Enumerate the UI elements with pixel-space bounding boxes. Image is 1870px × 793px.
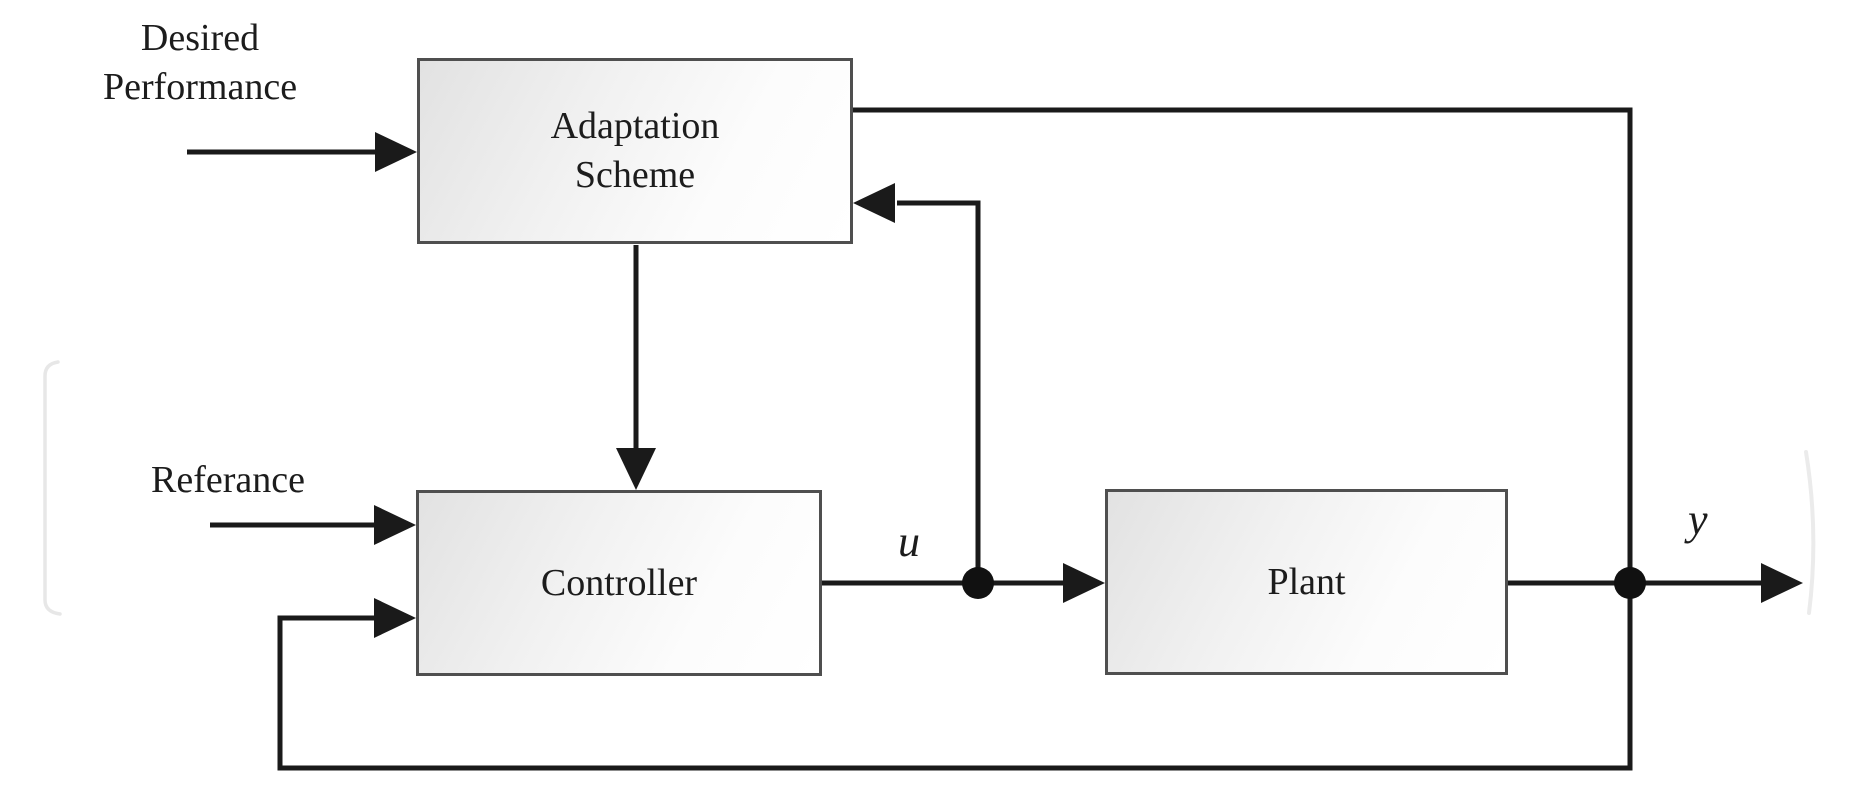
desired-performance-label-line2: Performance [102,66,298,109]
watermark-right-paren [1804,450,1816,615]
arrow-controller-to-plant-head [1063,563,1105,603]
arrow-u-to-adaptation-head [853,183,895,223]
adaptation-scheme-label-line1: Adaptation [550,105,720,148]
arrow-adaptation-to-controller-head [616,448,656,490]
adaptation-scheme-label-line2: Scheme [574,154,696,196]
controller-box: Controller [416,490,822,676]
control-signal-label: u [898,517,920,566]
arrow-feedback-to-controller-head [374,598,416,638]
watermark-left-bracket [43,360,62,616]
arrow-u-to-adaptation-line [897,200,981,583]
reference-label: Referance [151,459,305,501]
arrow-desired-performance-head [375,132,417,172]
output-signal-label: y [1688,495,1708,544]
feedback-loop-line [277,107,1633,771]
controller-label: Controller [540,561,698,604]
desired-performance-label-line1: Desired [140,17,260,59]
adaptation-scheme-box: Adaptation Scheme [417,58,853,244]
adaptation-scheme-label: Adaptation Scheme [551,102,720,199]
arrow-plant-output-head [1761,563,1803,603]
y-junction-dot [1614,567,1646,599]
desired-performance-label: Desired Performance [50,14,350,113]
u-junction-dot [962,567,994,599]
arrow-reference-head [374,505,416,545]
plant-box: Plant [1105,489,1508,675]
plant-label: Plant [1267,560,1346,603]
